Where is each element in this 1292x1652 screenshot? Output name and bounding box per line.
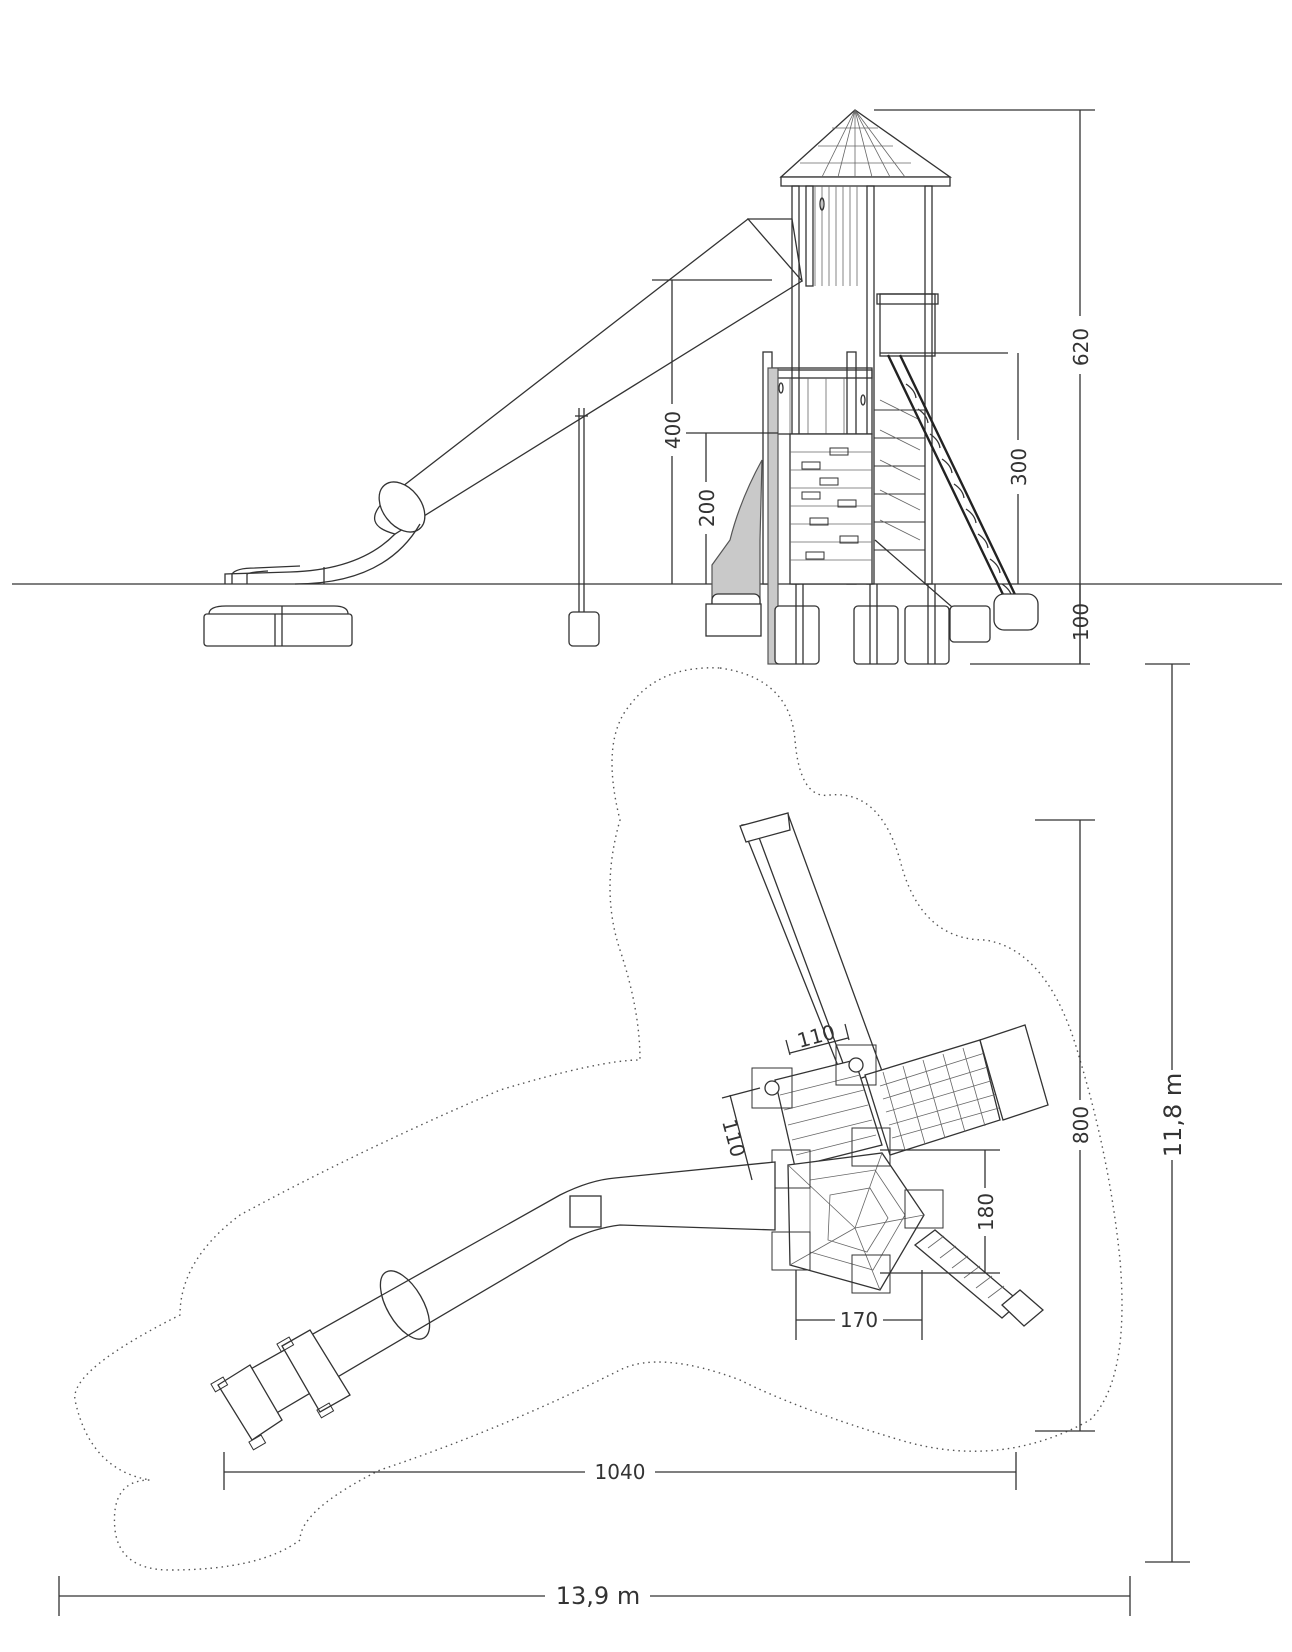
safety-area-dimensions: 11,8 m 13,9 m <box>58 663 1190 1616</box>
dim-slide-start: 400 <box>661 411 685 449</box>
dim-ladder-height: 300 <box>1007 448 1031 486</box>
dim-foundation-depth: 100 <box>1069 603 1093 641</box>
elevation-dimensions: 620 400 200 300 100 <box>652 109 1095 664</box>
plan-dimensions: 110 110 180 170 800 <box>223 819 1095 1490</box>
plan-view: 110 110 180 170 800 <box>58 663 1190 1616</box>
roof-plan <box>771 1127 944 1294</box>
safety-area-outline <box>74 667 1123 1571</box>
dim-tower-depth: 180 <box>974 1193 998 1231</box>
tower-body <box>705 185 1090 665</box>
climbing-ladder-plan <box>913 1229 1044 1327</box>
dim-total-depth: 800 <box>1069 1106 1093 1144</box>
dim-total-length: 1040 <box>595 1460 646 1484</box>
elevation-view: 620 400 200 300 100 <box>12 109 1282 665</box>
tower-plan <box>751 1044 883 1168</box>
tube-slide-elevation <box>203 218 803 647</box>
dim-tower-height: 620 <box>1069 328 1093 366</box>
tube-slide-plan <box>210 1161 776 1451</box>
dim-platform-height: 200 <box>695 489 719 527</box>
dim-tower-width: 170 <box>840 1308 878 1332</box>
dim-post-spacing-b: 110 <box>717 1117 750 1160</box>
net-ladder-plan <box>864 1024 1049 1156</box>
straight-slide-plan <box>739 812 883 1083</box>
safety-area-width-label: 13,9 m <box>556 1582 640 1610</box>
safety-area-height-label: 11,8 m <box>1159 1073 1187 1157</box>
tower-roof <box>779 109 953 187</box>
